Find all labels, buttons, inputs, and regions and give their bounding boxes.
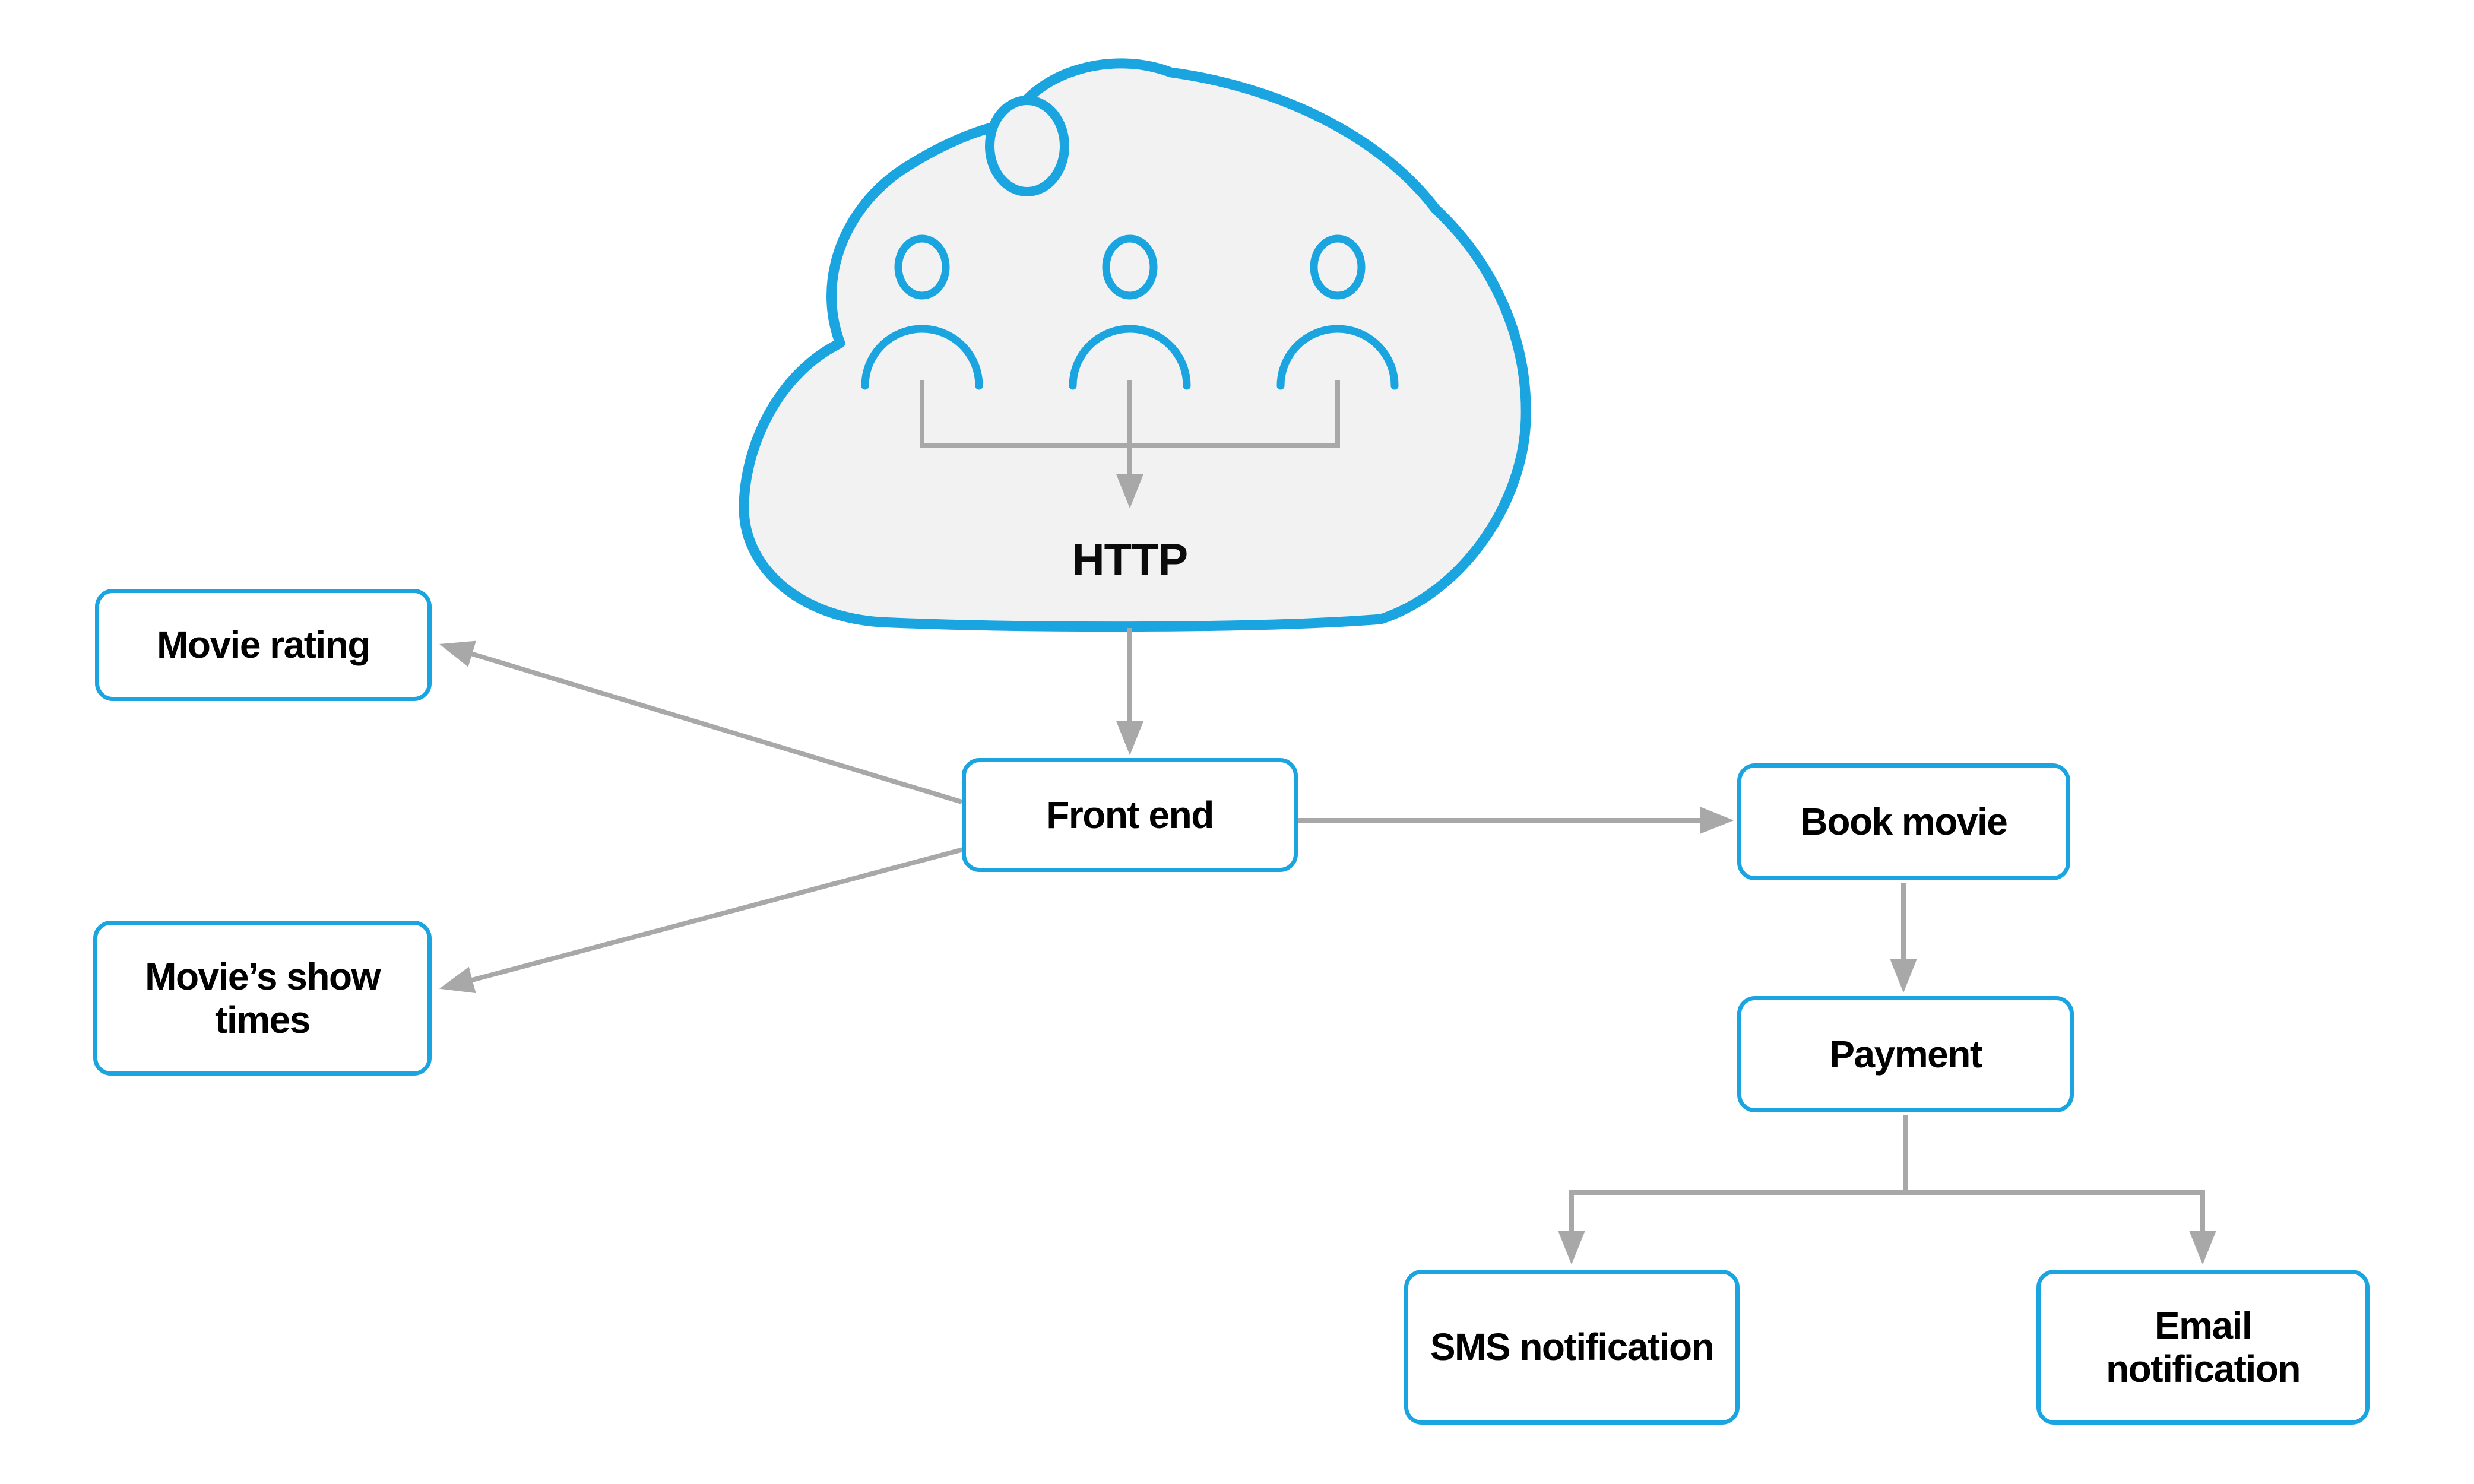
cloud-shape [739,58,1531,632]
cloud-bubble [985,96,1069,196]
node-book-movie-label: Book movie [1800,800,2008,844]
user-icon [1276,234,1399,390]
node-show-times: Movie’s show times [93,921,432,1076]
node-front-end: Front end [962,758,1298,872]
cloud-http-label: HTTP [1072,535,1188,585]
user-icon [1069,234,1191,390]
node-email-label: Email notification [2106,1304,2301,1390]
users-bracket [920,380,1340,509]
node-payment: Payment [1737,996,2074,1112]
arrow-front-end-to-show-times [439,846,967,994]
node-book-movie: Book movie [1737,763,2070,880]
arrow-front-end-to-movie-rating [439,640,963,804]
node-front-end-label: Front end [1046,793,1214,836]
node-payment-label: Payment [1829,1032,1982,1076]
node-email: Email notification [2036,1270,2370,1425]
node-movie-rating: Movie rating [95,589,432,701]
node-sms: SMS notification [1404,1270,1740,1425]
node-movie-rating-label: Movie rating [157,623,370,667]
user-icon [861,234,983,390]
node-sms-label: SMS notification [1430,1326,1715,1369]
node-show-times-label: Movie’s show times [145,955,381,1041]
